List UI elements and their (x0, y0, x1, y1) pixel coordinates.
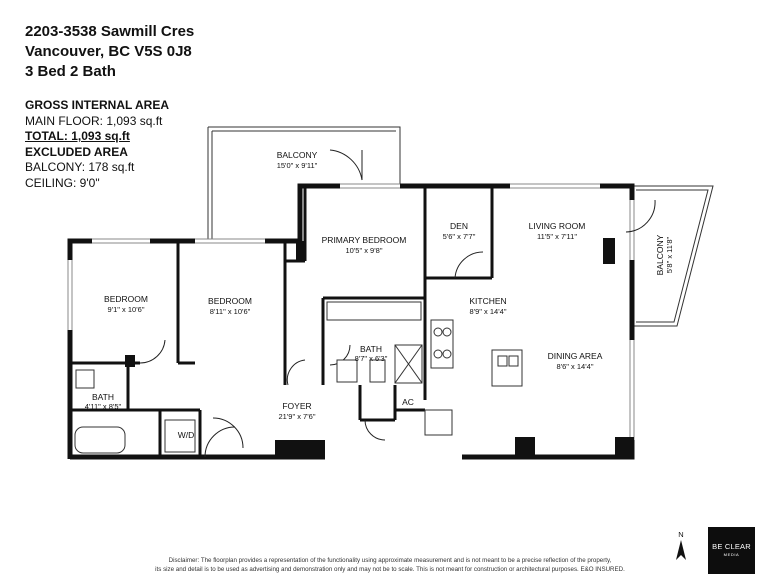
compass-icon: N (676, 530, 686, 560)
closet-icon (424, 409, 453, 436)
room-labels: BALCONY 15'0" x 9'11" PRIMARY BEDROOM 10… (85, 150, 674, 440)
balcony-top-label: BALCONY (277, 150, 318, 160)
den-dims: 5'6" x 7'7" (443, 232, 476, 241)
balcony-area: BALCONY: 178 sq.ft (25, 160, 135, 175)
logo-line-2: MEDIA (723, 552, 740, 557)
listing-header: 2203-3538 Sawmill Cres Vancouver, BC V5S… (25, 22, 194, 82)
balcony-top-dims: 15'0" x 9'11" (277, 161, 318, 170)
disclaimer-line-1: Disclaimer: The floorplan provides a rep… (168, 557, 612, 564)
bedroom-left-label: BEDROOM (104, 294, 148, 304)
primary-bedroom-dims: 10'5" x 9'8" (346, 246, 383, 255)
disclaimer-line-2: its size and detail is to be used as adv… (155, 566, 625, 573)
bedroom-left-dims: 9'1" x 10'6" (108, 305, 145, 314)
door-swings (139, 149, 656, 458)
balcony-right-label: BALCONY (655, 234, 665, 275)
area-summary: GROSS INTERNAL AREA MAIN FLOOR: 1,093 sq… (25, 98, 169, 192)
balcony-right-outline (632, 185, 714, 327)
brand-logo: BE CLEAR MEDIA (708, 527, 755, 574)
sink-icon (75, 369, 95, 389)
balcony-right-dims: 5'8" x 11'8" (665, 236, 674, 273)
bedroom-mid-dims: 8'11" x 10'6" (210, 307, 251, 316)
fixtures (74, 301, 523, 454)
living-room-dims: 11'5" x 7'11" (537, 232, 577, 241)
bathtub-icon (74, 426, 126, 454)
toilet-icon (369, 359, 386, 383)
compass-label: N (678, 530, 683, 539)
bed-bath-line: 3 Bed 2 Bath (25, 63, 116, 80)
windows (67, 183, 635, 440)
logo-line-1: BE CLEAR (712, 542, 751, 551)
ceiling-height: CEILING: 9'0" (25, 175, 100, 190)
wall-blocks (125, 238, 634, 459)
bath-primary-label: BATH (360, 344, 382, 354)
washer-dryer-icon (164, 419, 196, 453)
bath-left-label: BATH (92, 392, 114, 402)
kitchen-dims: 8'9" x 14'4" (470, 307, 507, 316)
balcony-top-outline (207, 126, 401, 241)
excluded-area-heading: EXCLUDED AREA (25, 144, 128, 159)
living-room-label: LIVING ROOM (529, 221, 586, 231)
foyer-dims: 21'9" x 7'6" (279, 412, 316, 421)
ac-label: AC (402, 397, 414, 407)
total-area: TOTAL: 1,093 sq.ft (25, 129, 130, 144)
bedroom-mid-label: BEDROOM (208, 296, 252, 306)
foyer-label: FOYER (282, 401, 311, 411)
dining-area-label: DINING AREA (548, 351, 603, 361)
den-label: DEN (450, 221, 468, 231)
wd-label: W/D (178, 430, 195, 440)
range-icon (430, 319, 454, 369)
kitchen-island-icon (491, 349, 523, 387)
bath-left-dims: 4'11" x 8'5" (85, 402, 122, 411)
dining-area-dims: 8'6" x 14'4" (557, 362, 594, 371)
primary-bedroom-label: PRIMARY BEDROOM (322, 235, 407, 245)
kitchen-label: KITCHEN (469, 296, 506, 306)
closet-icon (326, 301, 422, 321)
main-floor-area: MAIN FLOOR: 1,093 sq.ft (25, 113, 163, 128)
city-line: Vancouver, BC V5S 0J8 (25, 43, 192, 60)
sink-icon (336, 359, 358, 383)
bath-primary-dims: 8'7" x 6'3" (355, 354, 388, 363)
disclaimer: Disclaimer: The floorplan provides a rep… (110, 556, 670, 574)
address-line: 2203-3538 Sawmill Cres (25, 23, 195, 40)
gross-area-heading: GROSS INTERNAL AREA (25, 98, 170, 112)
